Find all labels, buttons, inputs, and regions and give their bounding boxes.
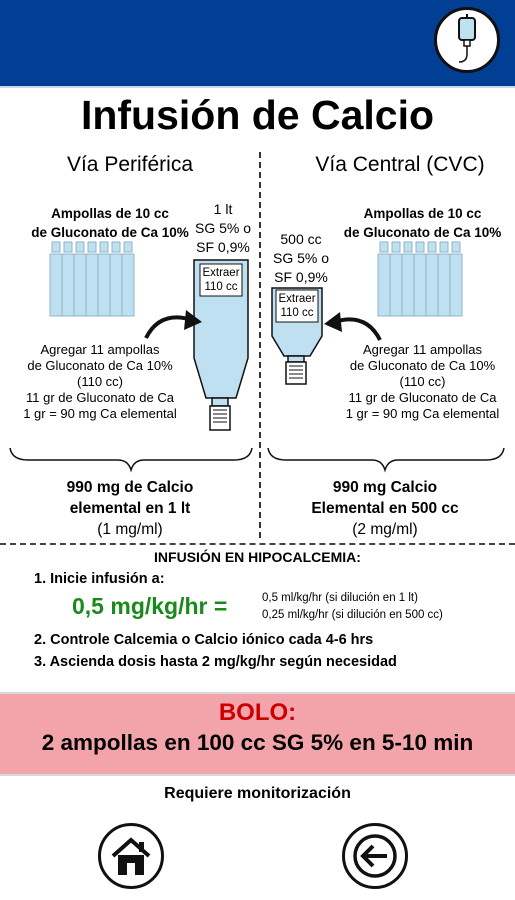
peripheral-ampoules-label: Ampollas de 10 cc de Gluconato de Ca 10% (31, 206, 189, 240)
bolo-title: BOLO: (218, 699, 297, 726)
central-ampoules-label: Ampollas de 10 cc de Gluconato de Ca 10% (343, 206, 502, 240)
central-add-text: Agregar 11 ampollas de Gluconato de Ca 1… (345, 342, 500, 421)
step-3: 3. Ascienda dosis hasta 2 mg/kg/hr según… (34, 654, 397, 670)
peripheral-heading: Vía Periférica (66, 153, 194, 176)
bolo-banner (0, 692, 515, 776)
back-button[interactable] (342, 823, 408, 889)
central-extract-label: Extraer 110 cc (278, 293, 316, 319)
central-arrow-icon (324, 312, 382, 341)
central-bag-icon (271, 287, 323, 385)
peripheral-add-text: Agregar 11 ampollas de Gluconato de Ca 1… (23, 342, 177, 421)
dose-note-2: 0,25 ml/kg/hr (si dilución en 500 cc) (262, 609, 443, 621)
peripheral-arrow-icon (144, 310, 202, 339)
section-divider (0, 543, 515, 545)
step-2: 2. Controle Calcemia o Calcio iónico cad… (34, 632, 374, 648)
peripheral-result: 990 mg de Calcio elemental en 1 lt (1 mg… (66, 479, 194, 538)
peripheral-bag-label: 1 lt SG 5% o SF 0,9% (194, 201, 252, 255)
top-bar (0, 0, 515, 86)
central-bag-label: 500 cc SG 5% o SF 0,9% (272, 231, 330, 285)
arrow-left-icon (353, 834, 397, 878)
bolo-text: 2 ampollas en 100 cc SG 5% en 5-10 min (41, 730, 474, 755)
central-heading: Vía Central (CVC) (315, 153, 485, 176)
iv-drip-button[interactable] (434, 7, 500, 73)
monitor-note: Requiere monitorización (164, 785, 351, 802)
peripheral-ampoules-icon (49, 241, 135, 317)
peripheral-bag-icon (193, 259, 249, 431)
home-icon (111, 837, 151, 875)
home-button[interactable] (98, 823, 164, 889)
central-brace (267, 447, 505, 473)
iv-drip-icon (458, 14, 476, 63)
step-1: 1. Inicie infusión a: (34, 571, 165, 587)
top-bar-divider (0, 86, 515, 88)
dose-note-1: 0,5 ml/kg/hr (si dilución en 1 lt) (262, 592, 418, 604)
peripheral-extract-label: Extraer 110 cc (202, 267, 240, 293)
dose-value: 0,5 mg/kg/hr = (72, 593, 228, 619)
central-result: 990 mg Calcio Elemental en 500 cc (2 mg/… (311, 479, 459, 538)
infusion-title: INFUSIÓN EN HIPOCALCEMIA: (154, 549, 361, 565)
page-title: Infusión de Calcio (80, 92, 435, 138)
column-divider (259, 152, 261, 538)
central-ampoules-icon (377, 241, 463, 317)
peripheral-brace (9, 447, 253, 473)
